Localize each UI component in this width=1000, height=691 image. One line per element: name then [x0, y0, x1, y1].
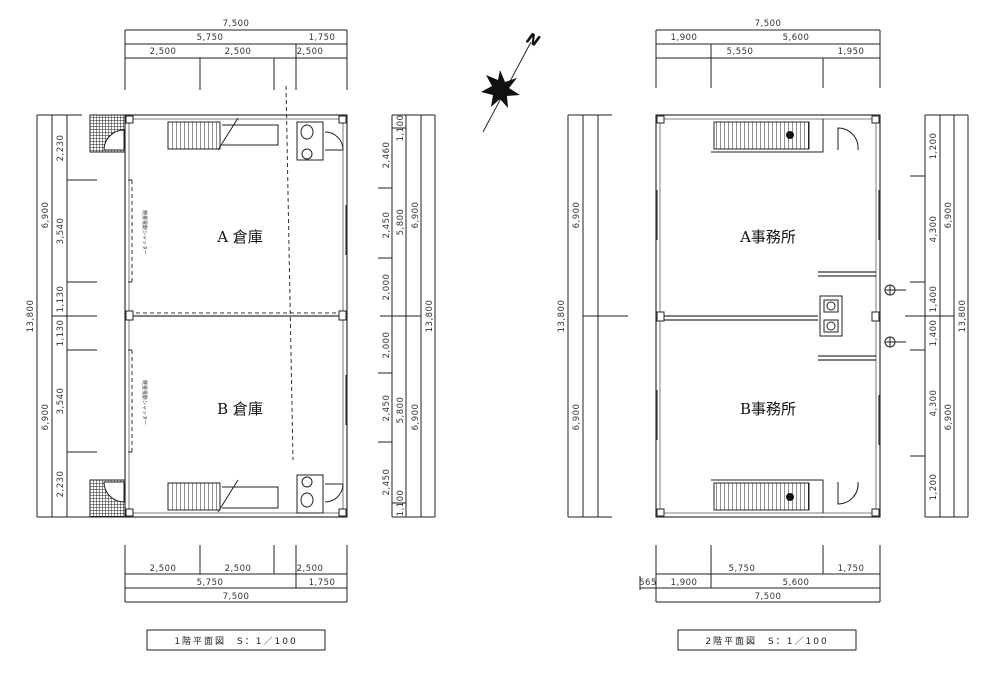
- dim-label: 1,200: [929, 474, 939, 501]
- dim-label: 2,230: [56, 135, 66, 162]
- dim-label: 5,800: [396, 209, 406, 236]
- shutter-label: 軽量電動シャッター: [141, 380, 148, 425]
- dim-label: 6,900: [572, 404, 582, 431]
- dim-label: 2,500: [150, 564, 177, 574]
- floor1-building: A 倉庫 B 倉庫 軽量電動シャッター 軽量電動シャッター: [89, 85, 348, 518]
- room-label: A事務所: [739, 228, 796, 246]
- floor2-bottom-dimensions: 5,750 1,750 565 1,900 5,600 7,500: [639, 545, 881, 603]
- floor1-bottom-dimensions: 2,500 2,500 2,500 5,750 1,750 7,500: [124, 545, 348, 603]
- dim-label: 2,450: [382, 395, 392, 422]
- stair-a: [713, 121, 810, 150]
- north-label: N: [524, 29, 543, 51]
- dim-label: 2,450: [382, 212, 392, 239]
- floor2-plan: 7,500 1,900 5,600 5,550 1,950 5,750 1,75…: [557, 19, 969, 651]
- dim-label: 2,450: [382, 469, 392, 496]
- floor1-left-dimensions: 13,800 6,900 6,900 2,230 3,540 1,130 1,1…: [26, 114, 125, 518]
- floor2-building: A事務所 B事務所: [655, 114, 906, 518]
- dim-label: 6,900: [41, 202, 51, 229]
- dim-label: 1,750: [309, 578, 336, 588]
- dim-label: 6,900: [411, 202, 421, 229]
- stair-b: [713, 482, 810, 511]
- dim-label: 2,500: [297, 564, 324, 574]
- dim-label: 2,500: [225, 47, 252, 57]
- dim-label: 3,540: [56, 388, 66, 415]
- floor2-title: 2階平面図 S：1／100: [705, 636, 828, 647]
- north-compass: N: [481, 29, 543, 133]
- floor1-plan: 7,500 5,750 1,750 2,500 2,500 2,500 2,50…: [26, 19, 436, 651]
- dim-label: 1,400: [929, 286, 939, 313]
- dim-label: 6,900: [411, 404, 421, 431]
- dim-label: 1,400: [929, 320, 939, 347]
- stair-b: [167, 482, 221, 511]
- floor2-top-dimensions: 7,500 1,900 5,600 5,550 1,950: [655, 19, 881, 88]
- dim-label: 13,800: [26, 300, 36, 333]
- dim-label: 3,540: [56, 218, 66, 245]
- compass-star-icon: [481, 70, 520, 108]
- floor1-right-dimensions: 2,460 2,450 2,000 2,000 2,450 2,450 1,10…: [378, 114, 436, 518]
- stair-a: [167, 121, 221, 150]
- room-label: B 倉庫: [217, 400, 263, 418]
- dim-label: 2,000: [382, 274, 392, 301]
- dim-label: 1,200: [929, 133, 939, 160]
- floor2-title-box: 2階平面図 S：1／100: [677, 629, 857, 651]
- dim-label: 2,000: [382, 332, 392, 359]
- dim-label: 6,900: [572, 202, 582, 229]
- floor1-top-dimensions: 7,500 5,750 1,750 2,500 2,500 2,500: [124, 19, 348, 90]
- dim-label: 1,900: [671, 33, 698, 43]
- dim-label: 1,100: [396, 115, 406, 142]
- dim-label: 5,750: [197, 578, 224, 588]
- dim-label: 2,500: [225, 564, 252, 574]
- dim-label: 2,500: [297, 47, 324, 57]
- dim-label: 5,750: [197, 33, 224, 43]
- dim-label: 1,750: [309, 33, 336, 43]
- floor2-right-dimensions: 1,200 4,300 1,400 1,400 4,300 1,200 6,90…: [905, 114, 969, 518]
- floor2-left-dimensions: 13,800 6,900 6,900: [557, 114, 628, 518]
- dim-label: 13,800: [958, 300, 968, 333]
- dim-label: 1,950: [838, 47, 865, 57]
- dim-label: 2,230: [56, 471, 66, 498]
- dim-label: 5,750: [729, 564, 756, 574]
- dim-label: 1,100: [396, 490, 406, 517]
- dim-label: 1,130: [56, 286, 66, 313]
- dim-label: 1,750: [838, 564, 865, 574]
- dim-label: 2,460: [382, 142, 392, 169]
- dim-label: 5,550: [727, 47, 754, 57]
- floor1-title: 1階平面図 S：1／100: [174, 636, 297, 647]
- dim-label: 13,800: [557, 300, 567, 333]
- dim-label: 7,500: [223, 19, 250, 29]
- dim-label: 565: [639, 578, 657, 588]
- dim-label: 1,900: [671, 578, 698, 588]
- dim-label: 4,300: [929, 216, 939, 243]
- dim-label: 2,500: [150, 47, 177, 57]
- dim-label: 5,800: [396, 397, 406, 424]
- dim-label: 5,600: [783, 578, 810, 588]
- shutter-label: 軽量電動シャッター: [141, 210, 148, 255]
- room-label: A 倉庫: [216, 228, 263, 246]
- dim-label: 13,800: [425, 300, 435, 333]
- dim-label: 7,500: [223, 592, 250, 602]
- dim-label: 4,300: [929, 390, 939, 417]
- dim-label: 6,900: [944, 202, 954, 229]
- floor1-title-box: 1階平面図 S：1／100: [146, 629, 326, 651]
- room-label: B事務所: [740, 400, 796, 418]
- dim-label: 7,500: [755, 19, 782, 29]
- dim-label: 5,600: [783, 33, 810, 43]
- dim-label: 7,500: [755, 592, 782, 602]
- dim-label: 6,900: [944, 404, 954, 431]
- dim-label: 1,130: [56, 320, 66, 347]
- dim-label: 6,900: [41, 404, 51, 431]
